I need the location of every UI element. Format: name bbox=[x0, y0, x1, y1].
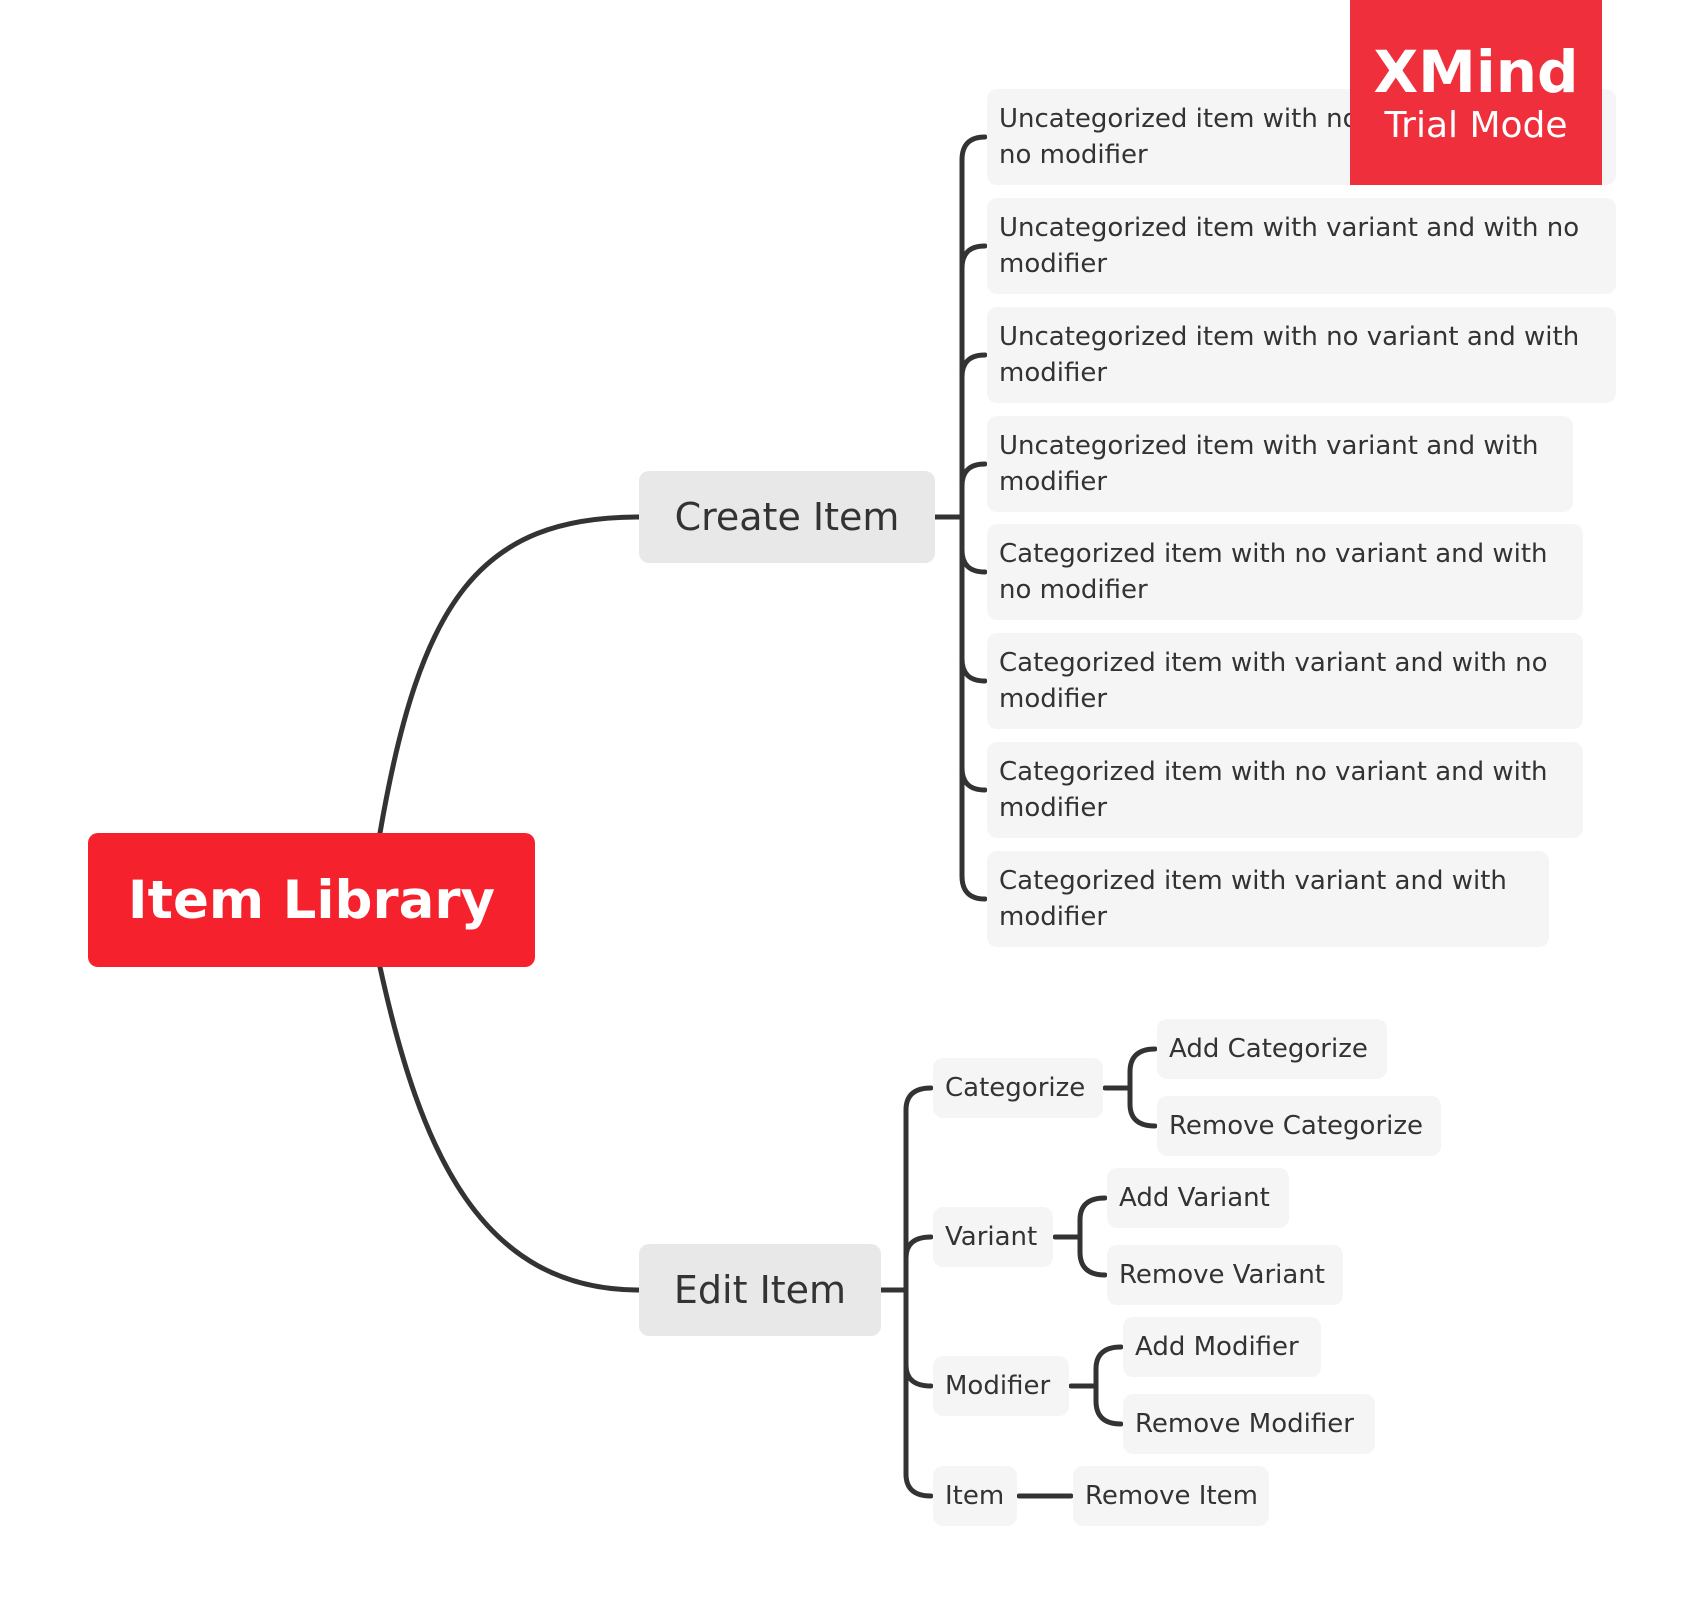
root-topic-label: Item Library bbox=[127, 869, 496, 931]
leaf-label: Add Categorize bbox=[1169, 1034, 1368, 1064]
root-topic[interactable]: Item Library bbox=[88, 833, 535, 967]
topic-edit-item[interactable]: Edit Item bbox=[639, 1244, 881, 1336]
subtopic-label: Uncategorized item with variant and with… bbox=[999, 213, 1580, 279]
leaf-add-variant[interactable]: Add Variant bbox=[1107, 1168, 1289, 1228]
connector-root-create bbox=[377, 514, 642, 836]
watermark-mode: Trial Mode bbox=[1384, 104, 1568, 146]
watermark-brand: XMind bbox=[1373, 37, 1579, 106]
subtopic-create-8[interactable]: Categorized item with variant and with m… bbox=[987, 851, 1549, 947]
leaf-label: Remove Categorize bbox=[1169, 1111, 1424, 1141]
subtopic-create-3[interactable]: Uncategorized item with no variant and w… bbox=[987, 307, 1616, 403]
leaf-label: Remove Item bbox=[1085, 1481, 1258, 1511]
leaf-remove-modifier[interactable]: Remove Modifier bbox=[1123, 1394, 1375, 1454]
leaf-add-modifier[interactable]: Add Modifier bbox=[1123, 1317, 1321, 1377]
topic-create-item[interactable]: Create Item bbox=[639, 471, 935, 563]
subtopic-create-6[interactable]: Categorized item with variant and with n… bbox=[987, 633, 1583, 729]
connector-create-bracket bbox=[959, 134, 988, 902]
subtopic-create-4[interactable]: Uncategorized item with variant and with… bbox=[987, 416, 1573, 512]
leaf-remove-categorize[interactable]: Remove Categorize bbox=[1157, 1096, 1441, 1156]
subtopic-variant-label: Variant bbox=[945, 1222, 1038, 1252]
subtopic-create-2[interactable]: Uncategorized item with variant and with… bbox=[987, 198, 1616, 294]
subtopic-item[interactable]: Item bbox=[933, 1466, 1017, 1526]
leaf-label: Add Variant bbox=[1119, 1183, 1270, 1213]
xmind-trial-watermark: XMind Trial Mode bbox=[1350, 0, 1602, 185]
subtopic-create-5[interactable]: Categorized item with no variant and wit… bbox=[987, 524, 1583, 620]
connector-edit-bracket bbox=[903, 1085, 934, 1499]
subtopic-categorize-label: Categorize bbox=[945, 1073, 1086, 1103]
subtopic-create-7[interactable]: Categorized item with no variant and wit… bbox=[987, 742, 1583, 838]
subtopic-modifier-label: Modifier bbox=[945, 1371, 1051, 1401]
leaf-label: Remove Modifier bbox=[1135, 1409, 1354, 1439]
leaf-label: Add Modifier bbox=[1135, 1332, 1299, 1362]
topic-edit-item-label: Edit Item bbox=[673, 1268, 847, 1312]
connector-root-edit bbox=[377, 964, 642, 1293]
subtopic-label: Categorized item with no variant and wit… bbox=[999, 539, 1548, 605]
topic-create-item-label: Create Item bbox=[674, 495, 900, 539]
subtopic-variant[interactable]: Variant bbox=[933, 1207, 1053, 1267]
leaf-add-categorize[interactable]: Add Categorize bbox=[1157, 1019, 1387, 1079]
subtopic-item-label: Item bbox=[945, 1481, 1005, 1511]
subtopic-modifier[interactable]: Modifier bbox=[933, 1356, 1069, 1416]
subtopic-label: Uncategorized item with no variant and w… bbox=[999, 322, 1580, 388]
subtopic-categorize[interactable]: Categorize bbox=[933, 1058, 1103, 1118]
leaf-label: Remove Variant bbox=[1119, 1260, 1325, 1290]
subtopic-label: Categorized item with no variant and wit… bbox=[999, 757, 1548, 823]
subtopic-label: Uncategorized item with variant and with… bbox=[999, 431, 1539, 497]
subtopic-label: Categorized item with variant and with m… bbox=[999, 866, 1507, 932]
subtopic-label: Categorized item with variant and with n… bbox=[999, 648, 1548, 714]
leaf-remove-item[interactable]: Remove Item bbox=[1073, 1466, 1269, 1526]
leaf-remove-variant[interactable]: Remove Variant bbox=[1107, 1245, 1343, 1305]
